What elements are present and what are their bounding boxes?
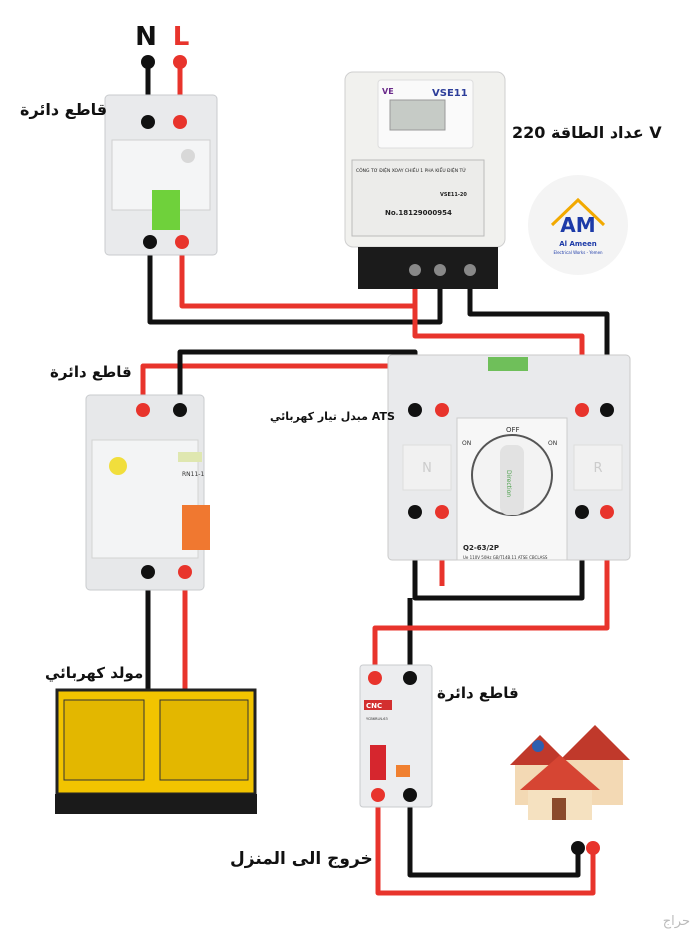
ats-left-label: N — [422, 461, 432, 476]
ats-label: مبدل تيار كهربائي ATS — [270, 410, 395, 423]
wire-live-house — [375, 795, 596, 896]
output-breaker-model: YCB6RLN-63 — [366, 717, 388, 721]
house-icon — [510, 725, 630, 820]
generator-label: مولد كهربائي — [45, 664, 143, 682]
output-house-label: خروج الى المنزل — [230, 849, 373, 869]
wire-neutral-generator-ats — [177, 349, 418, 410]
generator-breaker-model: RN11-1 — [182, 471, 204, 478]
generator-breaker-label: قاطع دائرة — [50, 363, 132, 381]
ats-on-left: ON — [462, 440, 471, 447]
generator-circuit-breaker: RN11-1 — [85, 394, 210, 591]
live-label: L — [173, 22, 190, 52]
meter-model: VSE11 — [432, 88, 468, 99]
logo-name: Al Ameen — [559, 240, 596, 248]
wire-neutral-breaker-meter — [147, 242, 443, 325]
meter-brand: VE — [382, 87, 394, 96]
meter-serial: No.18129000954 — [385, 209, 452, 217]
ats-model: Q2-63/2P — [463, 544, 499, 552]
meter-model-code: VSE11-20 — [440, 192, 467, 198]
meter-title: CÔNG TƠ ĐIỆN XOAY CHIỀU 1 PHA KIỂU ĐIỆN … — [356, 166, 466, 174]
neutral-label: N — [135, 22, 157, 52]
ats-on-right: ON — [548, 440, 557, 447]
ats-off-label: OFF — [506, 426, 520, 434]
output-circuit-breaker: CNC YCB6RLN-63 — [359, 664, 433, 808]
watermark: حراج — [663, 914, 690, 929]
al-ameen-logo: AM Al Ameen Electrical Works - Yemen — [528, 175, 628, 275]
ats-spec: Ue 110V 50Hz GB/T14B.11 ATSE CBCLASS — [463, 555, 548, 560]
terminals — [136, 55, 614, 855]
ats-switch: OFF ON ON Direction N R Q2-63/2P Ue 110V… — [387, 354, 631, 561]
meter-label: عداد الطاقة 220 V — [512, 123, 662, 142]
output-breaker-label: قاطع دائرة — [437, 684, 519, 702]
main-breaker-label: قاطع دائرة — [20, 100, 107, 119]
logo-tagline: Electrical Works - Yemen — [553, 250, 603, 255]
logo-initials: AM — [560, 213, 595, 237]
wire-neutral-house — [407, 795, 581, 878]
energy-meter: VSE11 VE CÔNG TƠ ĐIỆN XOAY CHIỀU 1 PHA K… — [344, 71, 506, 289]
generator — [55, 688, 257, 814]
ats-direction: Direction — [505, 470, 512, 497]
output-breaker-brand: CNC — [366, 702, 382, 710]
main-circuit-breaker — [104, 94, 218, 256]
ats-right-label: R — [593, 461, 602, 476]
